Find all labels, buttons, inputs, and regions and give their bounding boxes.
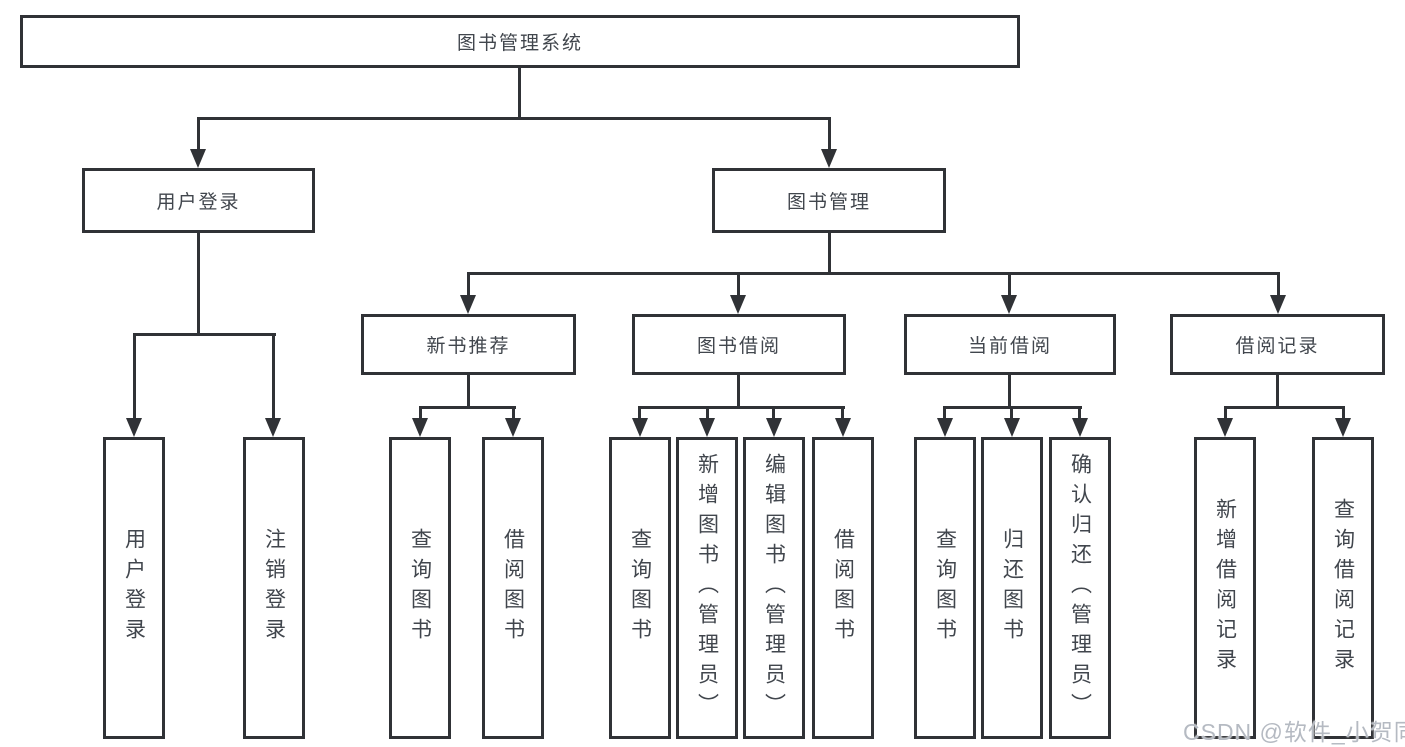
- node-book-management: 图书管理: [712, 168, 946, 233]
- arrow-down-icon: [505, 418, 521, 437]
- connector-line: [639, 406, 845, 409]
- arrow-down-icon: [821, 149, 837, 168]
- node-label: 新增图书（管理员）: [695, 453, 719, 723]
- node-root-library-system: 图书管理系统: [20, 15, 1020, 68]
- arrow-down-icon: [412, 418, 428, 437]
- node-label: 用户登录: [122, 528, 146, 648]
- leaf-logout: 注销登录: [243, 437, 305, 739]
- node-label: 查询借阅记录: [1331, 498, 1355, 678]
- connector-line: [828, 233, 831, 274]
- connector-line: [197, 117, 831, 120]
- node-label: 查询图书: [408, 528, 432, 648]
- leaf-confirm-return-admin: 确认归还（管理员）: [1049, 437, 1111, 739]
- node-borrowing-records: 借阅记录: [1170, 314, 1385, 375]
- connector-line: [828, 117, 831, 151]
- connector-line: [1224, 406, 1345, 409]
- connector-line: [1008, 375, 1011, 408]
- leaf-query-books-current: 查询图书: [914, 437, 976, 739]
- node-book-borrowing: 图书借阅: [632, 314, 846, 375]
- arrow-down-icon: [126, 418, 142, 437]
- connector-line: [706, 406, 709, 420]
- connector-line: [1224, 406, 1227, 420]
- arrow-down-icon: [766, 418, 782, 437]
- leaf-borrow-books-newbook: 借阅图书: [482, 437, 544, 739]
- node-label: 查询图书: [933, 528, 957, 648]
- node-label: 归还图书: [1000, 528, 1024, 648]
- arrow-down-icon: [835, 418, 851, 437]
- connector-line: [1276, 375, 1279, 408]
- connector-line: [467, 272, 1280, 275]
- node-label: 图书管理系统: [456, 33, 583, 54]
- connector-line: [197, 117, 200, 151]
- connector-line: [1277, 272, 1280, 297]
- node-label: 新增借阅记录: [1213, 498, 1237, 678]
- node-label: 确认归还（管理员）: [1068, 453, 1092, 723]
- connector-line: [272, 333, 275, 418]
- arrow-down-icon: [1217, 418, 1233, 437]
- node-label: 借阅记录: [1235, 336, 1320, 357]
- node-label: 注销登录: [262, 528, 286, 648]
- connector-line: [1342, 406, 1345, 420]
- node-current-borrowing: 当前借阅: [904, 314, 1116, 375]
- arrow-down-icon: [937, 418, 953, 437]
- leaf-query-borrow-record: 查询借阅记录: [1312, 437, 1374, 739]
- connector-line: [772, 406, 775, 420]
- connector-line: [518, 68, 521, 119]
- arrow-down-icon: [190, 149, 206, 168]
- node-label: 用户登录: [156, 192, 241, 213]
- node-label: 新书推荐: [426, 336, 511, 357]
- leaf-edit-books-admin: 编辑图书（管理员）: [743, 437, 805, 739]
- leaf-add-books-admin: 新增图书（管理员）: [676, 437, 738, 739]
- arrow-down-icon: [265, 418, 281, 437]
- leaf-query-books-newbook: 查询图书: [389, 437, 451, 739]
- connector-line: [512, 406, 515, 420]
- leaf-query-books-borrow: 查询图书: [609, 437, 671, 739]
- node-label: 借阅图书: [831, 528, 855, 648]
- connector-line: [943, 406, 946, 420]
- connector-line: [737, 375, 740, 408]
- connector-line: [467, 272, 470, 297]
- node-label: 图书借阅: [696, 336, 781, 357]
- node-label: 图书管理: [786, 192, 871, 213]
- node-label: 借阅图书: [501, 528, 525, 648]
- node-new-book-recommendation: 新书推荐: [361, 314, 576, 375]
- csdn-watermark: CSDN @软件_小贺同学: [1183, 719, 1405, 745]
- node-label: 查询图书: [628, 528, 652, 648]
- connector-line: [467, 375, 470, 408]
- connector-line: [133, 333, 276, 336]
- arrow-down-icon: [1004, 418, 1020, 437]
- connector-line: [638, 406, 641, 420]
- node-label: 编辑图书（管理员）: [762, 453, 786, 723]
- connector-line: [1010, 406, 1013, 420]
- node-label: 当前借阅: [967, 336, 1052, 357]
- leaf-user-login: 用户登录: [103, 437, 165, 739]
- leaf-borrow-books: 借阅图书: [812, 437, 874, 739]
- connector-line: [133, 333, 136, 418]
- arrow-down-icon: [730, 295, 746, 314]
- connector-line: [1078, 406, 1081, 420]
- arrow-down-icon: [1270, 295, 1286, 314]
- arrow-down-icon: [460, 295, 476, 314]
- arrow-down-icon: [1001, 295, 1017, 314]
- connector-line: [944, 406, 1082, 409]
- arrow-down-icon: [632, 418, 648, 437]
- arrow-down-icon: [1335, 418, 1351, 437]
- arrow-down-icon: [1072, 418, 1088, 437]
- connector-line: [841, 406, 844, 420]
- arrow-down-icon: [699, 418, 715, 437]
- connector-line: [419, 406, 422, 420]
- leaf-add-borrow-record: 新增借阅记录: [1194, 437, 1256, 739]
- connector-line: [419, 406, 516, 409]
- leaf-return-books: 归还图书: [981, 437, 1043, 739]
- node-user-login: 用户登录: [82, 168, 315, 233]
- connector-line: [197, 233, 200, 334]
- connector-line: [1008, 272, 1011, 297]
- connector-line: [737, 272, 740, 297]
